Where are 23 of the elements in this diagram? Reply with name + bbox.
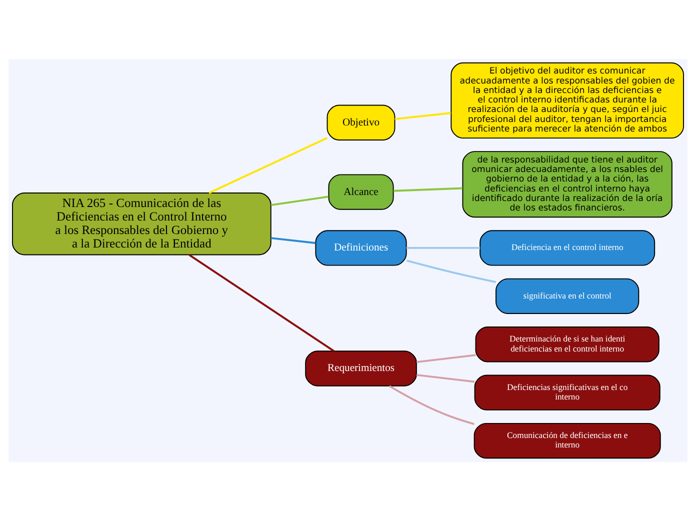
connector bbox=[389, 384, 474, 424]
connector bbox=[188, 254, 334, 352]
node-box: Requerimientos bbox=[305, 350, 417, 386]
node-box: Deficiencias significativas en el co interno bbox=[474, 374, 660, 410]
node-box: Alcance bbox=[328, 174, 394, 210]
node-box: El objetivo del auditor es comunicar adecuadamente a los responsables del gobien de la entidad y a la dirección las deficiencias e el control interno identificadas durante la realización de la auditoría y que, según el juic profesional del auditor, tengan la importancia suficiente para merecer la atención de ambos bbox=[450, 62, 684, 138]
connector bbox=[393, 186, 463, 192]
node-box: NIA 265 - Comunicación de las Deficiencias en el Control Interno a los Responsables del Gobierno y a la Dirección de la Entidad bbox=[12, 192, 272, 255]
node-box: Deficiencia en el control interno bbox=[480, 230, 656, 266]
connector bbox=[406, 259, 496, 283]
connector bbox=[270, 195, 329, 206]
connector bbox=[394, 112, 451, 120]
node-box: Definiciones bbox=[315, 230, 407, 266]
node-box: Objetivo bbox=[326, 104, 396, 140]
node-box: de la responsabilidad que tiene el auditor omunicar adecuadamente, a los nsables del gobierno de la entidad y a la ción, las deficiencias en el control interno haya identificado durante la realización de la oría de los estados financieros. bbox=[462, 150, 672, 218]
connector bbox=[416, 373, 475, 382]
connector bbox=[270, 236, 316, 244]
connector bbox=[406, 246, 480, 248]
node-box: Comunicación de deficiencias en e interno bbox=[474, 422, 661, 458]
connector bbox=[208, 136, 328, 194]
connector bbox=[416, 354, 476, 362]
node-box: Determinación de si se han identi deficiencias en el control interno bbox=[475, 326, 660, 362]
node-box: significativa en el control bbox=[496, 278, 640, 314]
